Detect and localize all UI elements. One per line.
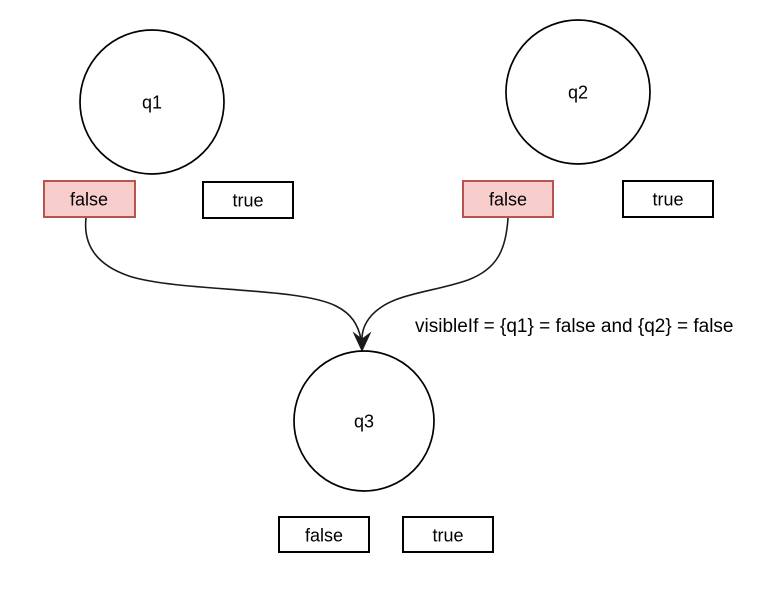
answer-q2-false-label: false <box>489 189 527 209</box>
answer-q2-false[interactable]: false <box>462 180 554 218</box>
node-q3[interactable]: q3 <box>293 350 435 492</box>
answer-q1-false[interactable]: false <box>43 180 136 218</box>
node-q1-label: q1 <box>142 92 162 112</box>
edge-q1-false-to-q3[interactable] <box>84 217 362 340</box>
node-q1[interactable]: q1 <box>79 29 225 175</box>
answer-q1-true[interactable]: true <box>202 181 294 219</box>
answer-q3-false[interactable]: false <box>278 516 370 553</box>
answer-q1-true-label: true <box>232 190 263 210</box>
node-q2-circle[interactable] <box>505 19 651 165</box>
answer-q2-true-box[interactable] <box>622 180 714 218</box>
answer-q3-false-label: false <box>305 525 343 545</box>
answer-q3-true-label: true <box>432 525 463 545</box>
node-q3-circle[interactable] <box>293 350 435 492</box>
node-q2[interactable]: q2 <box>505 19 651 165</box>
answer-q2-true[interactable]: true <box>622 180 714 218</box>
answer-q3-false-box[interactable] <box>278 516 370 553</box>
edge-q2-false-to-q3[interactable] <box>361 217 509 340</box>
answer-q2-true-label: true <box>652 189 683 209</box>
node-q2-label: q2 <box>568 82 588 102</box>
answer-q1-false-box[interactable] <box>43 180 136 218</box>
node-q1-circle[interactable] <box>79 29 225 175</box>
node-q3-label: q3 <box>354 411 374 431</box>
visibleif-annotation: visibleIf = {q1} = false and {q2} = fals… <box>415 316 734 337</box>
answer-q1-false-label: false <box>70 189 108 209</box>
answer-q3-true[interactable]: true <box>402 516 494 553</box>
answer-q2-false-box[interactable] <box>462 180 554 218</box>
answer-q3-true-box[interactable] <box>402 516 494 553</box>
answer-q1-true-box[interactable] <box>202 181 294 219</box>
arrowhead-icon <box>352 331 372 352</box>
